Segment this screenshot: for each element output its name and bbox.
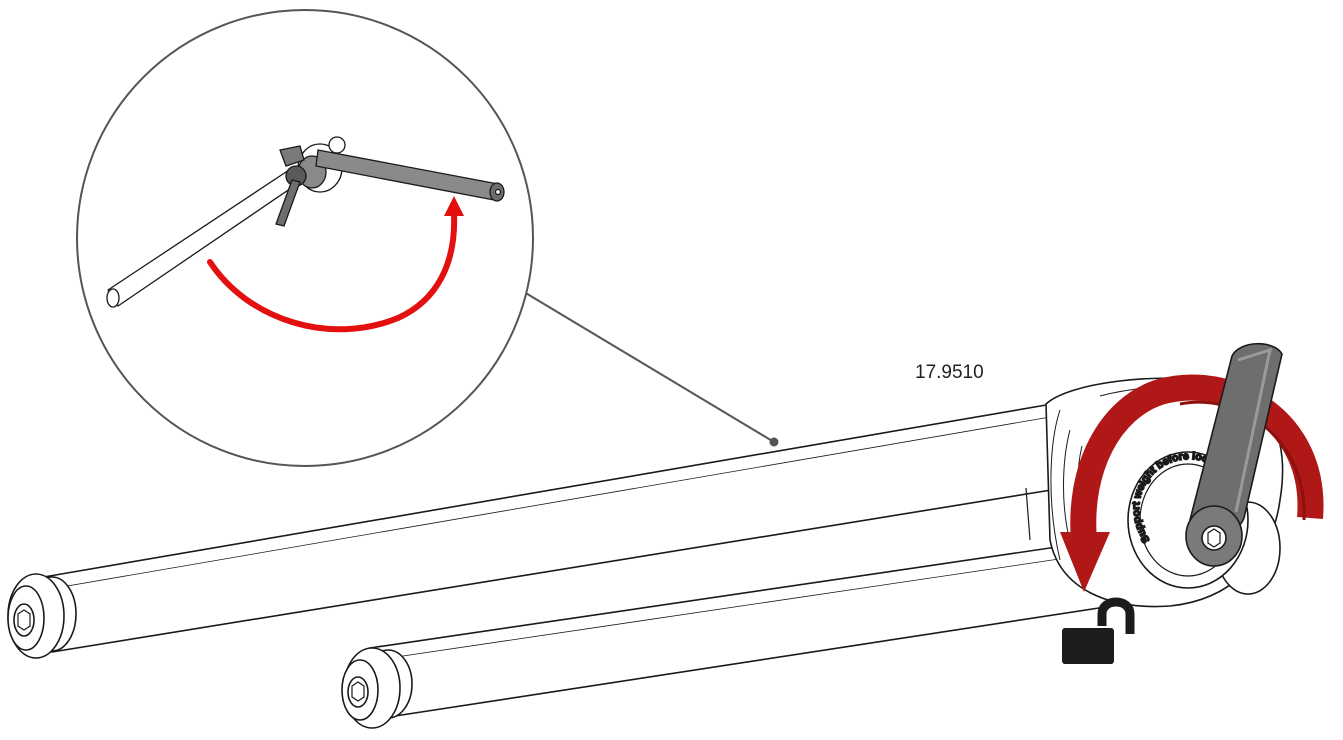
leader-line xyxy=(523,291,779,447)
lower-rod xyxy=(341,537,1140,729)
lever-handle xyxy=(1185,343,1283,567)
detail-inset xyxy=(76,9,534,467)
inset-rod-after xyxy=(315,149,505,202)
padlock-open-icon xyxy=(1062,597,1135,664)
part-number-label: 17.9510 xyxy=(915,362,984,383)
upper-rod-end-cap xyxy=(7,573,77,659)
counterclockwise-rotation-arrow-icon xyxy=(1060,374,1324,592)
lower-rod-end-cap xyxy=(341,647,413,729)
rotation-arrow-icon xyxy=(207,196,464,333)
